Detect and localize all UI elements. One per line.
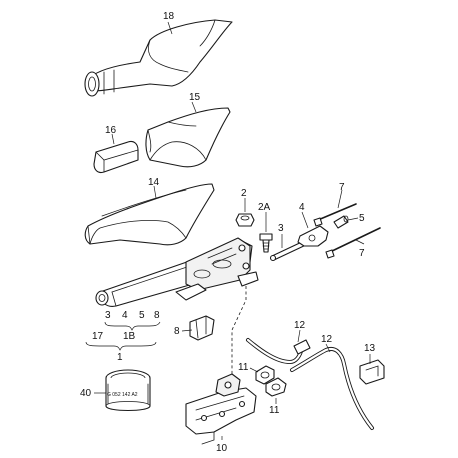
label-4b: 4 <box>122 310 128 321</box>
part-lever-mechanism <box>95 237 259 307</box>
part-12-guides <box>246 338 374 430</box>
part-13-clip <box>359 359 385 385</box>
label-12a: 12 <box>294 320 306 331</box>
leader-16 <box>111 133 115 145</box>
label-17: 17 <box>92 331 104 342</box>
part-2a-bolt <box>259 233 273 253</box>
leader-12a <box>297 329 301 343</box>
leader-18 <box>167 21 173 35</box>
part-10-bracket <box>185 373 257 445</box>
label-2: 2 <box>241 188 247 199</box>
part-8-clip <box>189 315 215 341</box>
leader-11a <box>249 367 259 373</box>
ring-stamp: G 052 142 A2 <box>107 392 138 398</box>
label-40: 40 <box>80 388 92 399</box>
part-11-grommets <box>255 365 287 397</box>
leader-7b <box>355 239 365 245</box>
leader-7a <box>337 189 343 209</box>
label-15: 15 <box>189 92 201 103</box>
part-7-cables <box>313 203 381 259</box>
label-5b: 5 <box>139 310 145 321</box>
leader-15 <box>191 101 197 113</box>
label-1b: 1B <box>123 331 136 342</box>
brace-1b <box>104 321 161 331</box>
label-3a: 3 <box>278 223 284 234</box>
label-2a: 2A <box>258 202 271 213</box>
leader-14 <box>153 185 157 199</box>
leader-12b <box>325 343 331 353</box>
label-13: 13 <box>364 343 376 354</box>
part-14-cover <box>84 183 215 246</box>
dashed-connection <box>231 286 247 390</box>
brace-1 <box>85 341 157 351</box>
label-11b: 11 <box>269 405 280 416</box>
leader-4a <box>301 211 309 229</box>
label-8a: 8 <box>154 310 160 321</box>
leader-8b <box>181 329 193 332</box>
label-3b: 3 <box>105 310 111 321</box>
label-4a: 4 <box>299 202 305 213</box>
label-8b: 8 <box>174 326 180 337</box>
label-18: 18 <box>163 11 175 22</box>
label-12b: 12 <box>321 334 333 345</box>
label-7b: 7 <box>359 248 365 259</box>
label-10: 10 <box>216 443 228 454</box>
part-15-cover <box>145 107 231 168</box>
label-14: 14 <box>148 177 160 188</box>
leader-5 <box>347 217 359 221</box>
part-2-nut <box>235 213 255 227</box>
part-4-equalizer <box>297 225 329 247</box>
label-7a: 7 <box>339 182 345 193</box>
part-18-lever-grip <box>84 19 233 97</box>
label-1: 1 <box>117 352 123 363</box>
label-5: 5 <box>359 213 365 224</box>
label-11a: 11 <box>238 362 249 373</box>
label-16: 16 <box>105 125 117 136</box>
part-40-ring <box>105 369 151 412</box>
part-5-sleeve <box>333 215 349 229</box>
part-16-pad <box>93 140 139 174</box>
